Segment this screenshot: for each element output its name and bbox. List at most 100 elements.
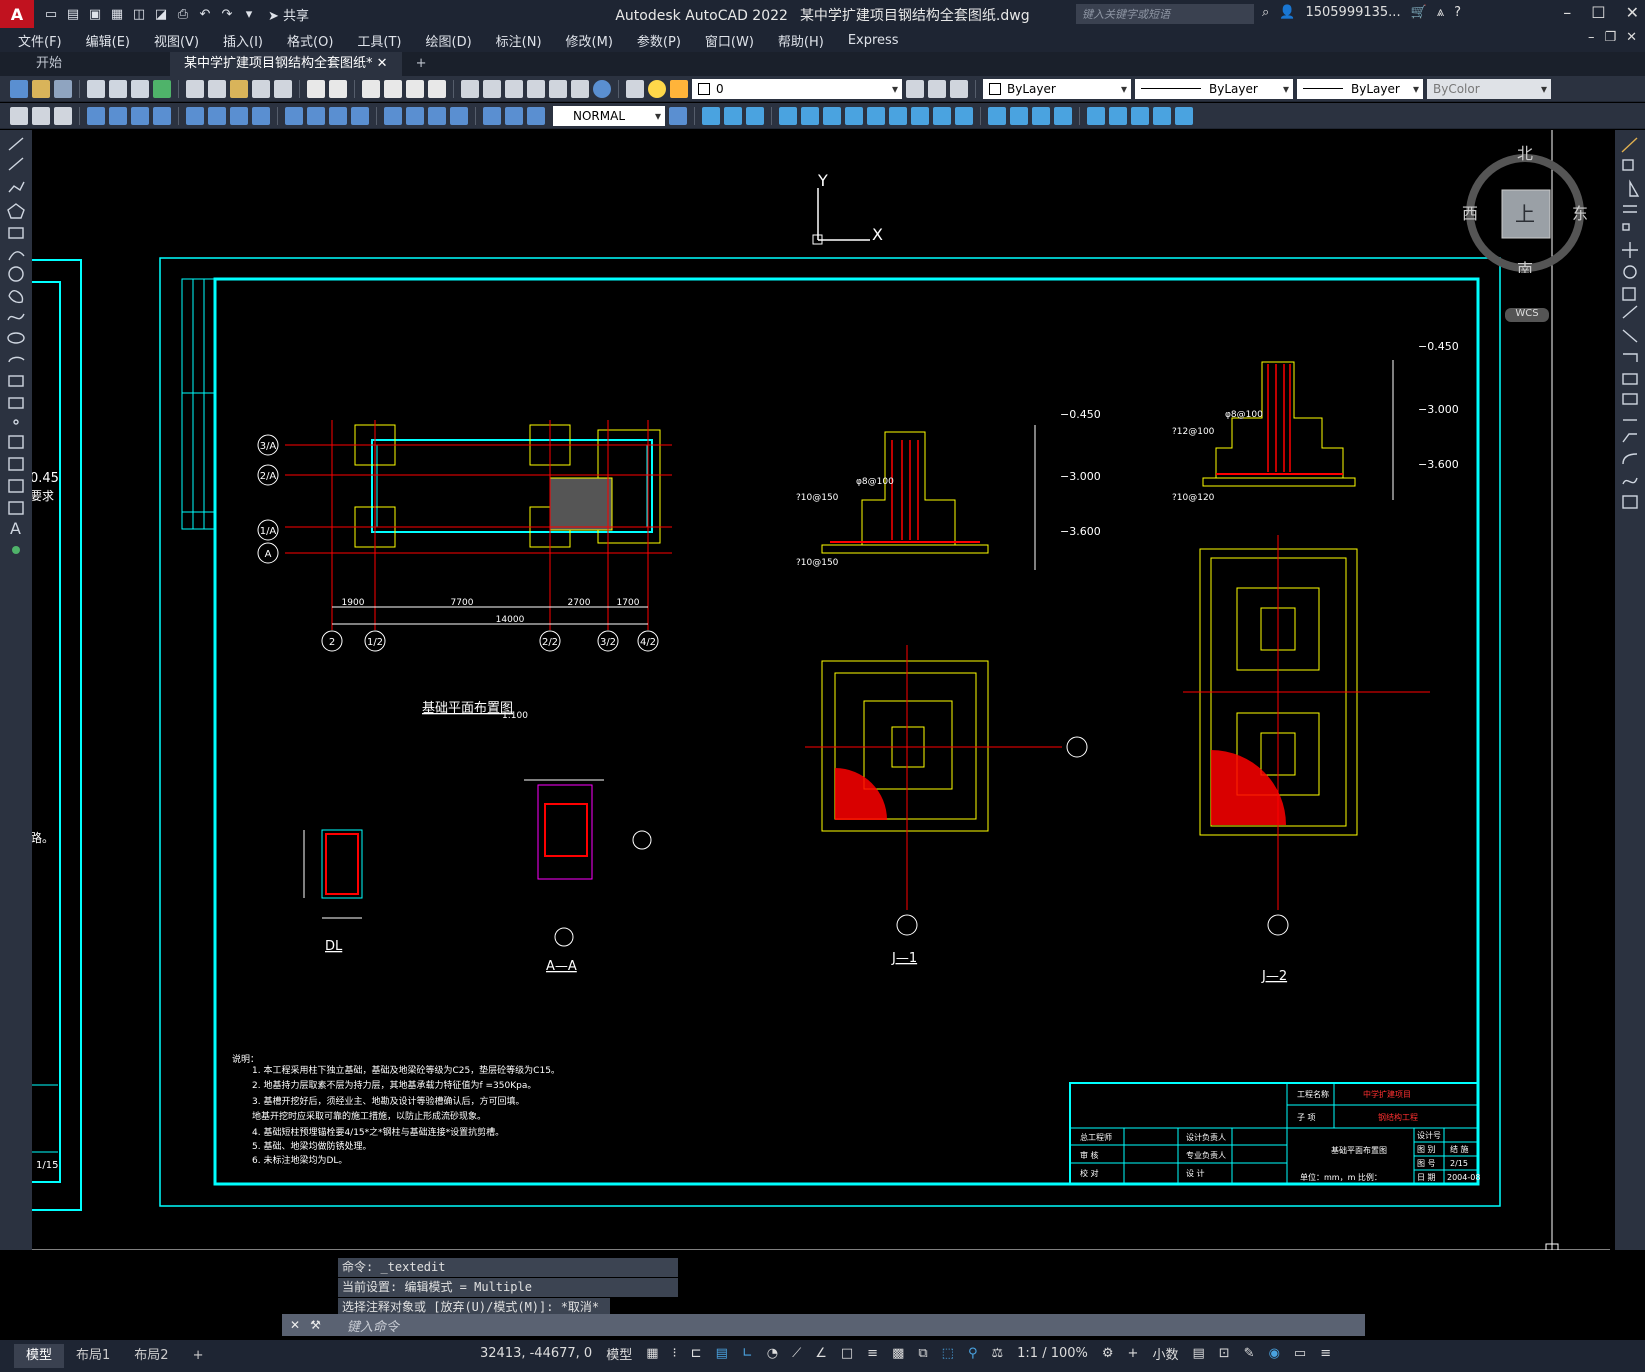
selection-cycling-icon[interactable]: ⧉ <box>918 1346 928 1361</box>
undo-icon[interactable]: ↶ <box>199 6 211 22</box>
stretch-icon[interactable] <box>746 106 764 125</box>
dim-update-icon[interactable] <box>527 106 545 125</box>
center-mark-icon[interactable] <box>406 106 424 125</box>
markup-icon[interactable] <box>549 79 567 98</box>
viewcube-north[interactable]: 北 <box>1517 144 1533 163</box>
layout2-tab[interactable]: 布局2 <box>134 1348 169 1363</box>
dim-text-edit-icon[interactable] <box>505 106 523 125</box>
design-center-icon[interactable] <box>483 79 501 98</box>
gear-icon[interactable]: ⚙ <box>1101 1346 1114 1361</box>
help-tool-icon[interactable] <box>593 79 611 98</box>
continue-dim-icon[interactable] <box>329 106 347 125</box>
copy-icon[interactable] <box>208 79 226 98</box>
maximize-icon[interactable]: ☐ <box>1591 3 1606 22</box>
trim-icon[interactable] <box>889 106 907 125</box>
attach-icon[interactable] <box>1131 106 1149 125</box>
aligned-dim-icon[interactable] <box>109 106 127 125</box>
menu-window[interactable]: 窗口(W) <box>704 34 754 50</box>
object-snap-icon[interactable]: □ <box>840 1346 854 1361</box>
scale-readout[interactable]: 1:1 / 100% <box>1017 1346 1088 1361</box>
layer-state-icon[interactable] <box>950 79 968 98</box>
fillet-tool-icon[interactable] <box>1622 453 1638 465</box>
join-icon[interactable] <box>955 106 973 125</box>
lineweight-dropdown[interactable]: ByLayer <box>1297 78 1423 99</box>
customization-icon[interactable]: ≡ <box>1320 1346 1332 1361</box>
viewcube[interactable]: 上 北 南 东 西 WCS <box>1460 143 1590 322</box>
chamfer-tool-icon[interactable] <box>1622 433 1637 443</box>
chamfer-icon[interactable] <box>988 106 1006 125</box>
insert-block-icon[interactable] <box>1087 106 1105 125</box>
make-block-icon[interactable] <box>1109 106 1127 125</box>
array-icon[interactable] <box>823 106 841 125</box>
polar-icon[interactable]: ◔ <box>766 1346 779 1361</box>
3d-osnap-icon[interactable]: ⬚ <box>941 1346 954 1361</box>
linetype-dropdown[interactable]: ByLayer <box>1135 78 1293 99</box>
tolerance-icon[interactable] <box>384 106 402 125</box>
paste-icon[interactable] <box>230 79 248 98</box>
copy-tool-icon[interactable] <box>1622 159 1634 171</box>
tab-document[interactable]: 某中学扩建项目钢结构全套图纸* ✕ <box>170 52 402 76</box>
jogged-dim-icon[interactable] <box>208 106 226 125</box>
doc-close-icon[interactable]: ✕ <box>1626 30 1637 45</box>
pan-icon[interactable] <box>362 79 380 98</box>
search-icon[interactable]: ⌕ <box>1262 5 1270 20</box>
break-at-point-icon[interactable] <box>1622 373 1638 385</box>
copy-object-icon[interactable] <box>724 106 742 125</box>
calculator-icon[interactable] <box>571 79 589 98</box>
layer-dropdown[interactable]: 0 <box>692 78 902 99</box>
offset-tool-icon[interactable] <box>1623 205 1637 213</box>
explode-tool-icon[interactable] <box>1622 495 1638 509</box>
isodraft-icon[interactable]: ⟋ <box>792 1346 802 1361</box>
cut-icon[interactable] <box>186 79 204 98</box>
menu-format[interactable]: 格式(O) <box>287 34 334 50</box>
web-save-icon[interactable]: ◪ <box>154 6 168 22</box>
dynamic-input-icon[interactable]: ▤ <box>715 1346 728 1361</box>
quick-dim-icon[interactable] <box>285 106 303 125</box>
menu-draw[interactable]: 绘图(D) <box>425 34 472 50</box>
block-editor-icon[interactable] <box>274 79 292 98</box>
units-readout[interactable]: 小数 <box>1152 1348 1179 1363</box>
scale-icon[interactable] <box>867 106 885 125</box>
make-current-layer-icon[interactable] <box>906 79 924 98</box>
extend-tool-icon[interactable] <box>1623 353 1638 362</box>
menu-dimension[interactable]: 标注(N) <box>495 34 542 50</box>
redo-icon[interactable]: ↷ <box>221 6 233 22</box>
user-name[interactable]: 1505999135... <box>1305 5 1401 20</box>
open-file-icon[interactable] <box>32 79 50 98</box>
polyline-icon[interactable] <box>8 181 25 193</box>
close-icon[interactable]: ✕ <box>1625 3 1639 22</box>
properties-icon[interactable] <box>461 79 479 98</box>
new-tab-button[interactable]: + <box>415 56 427 71</box>
viewcube-west[interactable]: 西 <box>1462 204 1478 223</box>
ellipse-icon[interactable] <box>7 332 25 344</box>
dim-edit-icon[interactable] <box>483 106 501 125</box>
print-icon[interactable] <box>87 79 105 98</box>
tab-start[interactable]: 开始 <box>36 56 63 71</box>
sheet-set-icon[interactable] <box>527 79 545 98</box>
drawing-canvas[interactable]: 0.45 要求 路。 1/15 X Y <box>0 130 1610 1257</box>
autodesk-app-icon[interactable]: ⩓ <box>1436 5 1445 20</box>
annotation-visibility-icon[interactable]: ⚲ <box>967 1346 978 1361</box>
menu-file[interactable]: 文件(F) <box>18 34 62 50</box>
tool-palettes-icon[interactable] <box>505 79 523 98</box>
hardware-accel-icon[interactable]: ◉ <box>1268 1346 1280 1361</box>
fillet-icon[interactable] <box>1010 106 1028 125</box>
add-layout-button[interactable]: + <box>192 1348 204 1363</box>
blend-curves-icon[interactable] <box>1622 477 1638 485</box>
stretch-tool-icon[interactable] <box>1622 305 1638 319</box>
isolate-objects-icon[interactable]: ✎ <box>1243 1346 1255 1361</box>
arc-length-icon[interactable] <box>131 106 149 125</box>
color-dropdown[interactable]: ByLayer <box>983 78 1131 99</box>
spline-icon[interactable] <box>7 313 25 321</box>
table-icon[interactable] <box>8 501 24 515</box>
menu-express[interactable]: Express <box>847 32 899 48</box>
menu-insert[interactable]: 插入(I) <box>223 34 264 50</box>
array-tool-icon[interactable] <box>1622 223 1630 231</box>
move-icon[interactable] <box>702 106 720 125</box>
transparency-icon[interactable]: ▩ <box>892 1346 905 1361</box>
insert-block-tool-icon[interactable] <box>8 375 24 387</box>
polygon-icon[interactable] <box>7 203 25 219</box>
erase-icon[interactable] <box>1621 137 1638 153</box>
break-icon[interactable] <box>933 106 951 125</box>
help-icon[interactable]: ? <box>1454 5 1462 20</box>
